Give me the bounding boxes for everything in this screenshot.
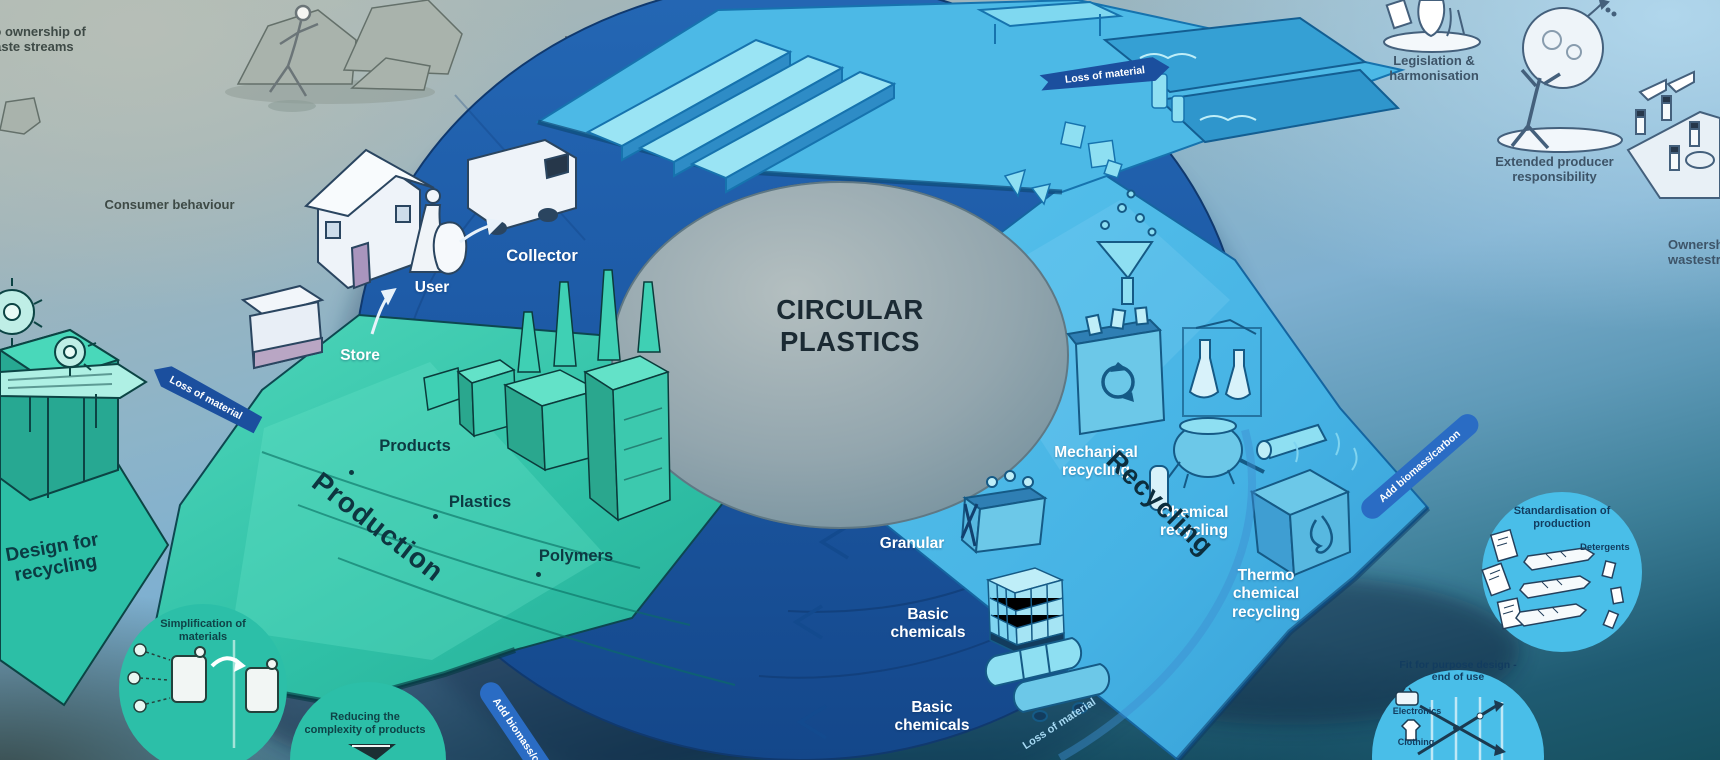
lane-label-products: Products xyxy=(379,437,451,455)
store-stall-illustration xyxy=(240,284,325,370)
flasks-icon xyxy=(1182,318,1262,417)
stage-label-basic-chemicals-bottom: Basic chemicals xyxy=(894,699,970,735)
flow-arrows xyxy=(370,218,504,335)
design-for-recycling-machine xyxy=(0,278,170,707)
plastics-dot xyxy=(433,514,438,519)
stage-label-chemical-recycling: Chemical recycling xyxy=(1159,504,1229,540)
production-lane-lines xyxy=(261,451,736,686)
user-figure-illustration xyxy=(408,188,468,275)
recycle-arrows-icon xyxy=(1101,362,1135,402)
bubble-label-simplification: Simplification of materials xyxy=(160,618,246,643)
rocks-sketch xyxy=(0,0,463,135)
globe-carrier-figure xyxy=(1497,0,1623,153)
note-no-ownership: No ownership of waste streams xyxy=(0,24,86,55)
loss-debris-icons xyxy=(1003,73,1185,206)
bubble-label-clothing: Clothing xyxy=(1397,737,1435,747)
legislation-figure xyxy=(1383,0,1481,53)
center-title: CIRCULAR PLASTICS xyxy=(756,294,944,359)
jerrycan-icons xyxy=(171,646,279,713)
reducing-complexity-bubble xyxy=(290,682,446,760)
stage-label-mechanical-recycling: Mechanical recycling xyxy=(1054,444,1138,480)
rejects-crate-icon xyxy=(960,470,1048,555)
stage-label-store: Store xyxy=(340,347,380,364)
stage-label-basic-chemicals-top: Basic chemicals xyxy=(890,606,966,642)
furnace-icon xyxy=(1249,423,1358,577)
gears-icon xyxy=(0,278,97,376)
bubble-label-fit-for-purpose: Fit for purpose design - end of use xyxy=(1399,659,1517,684)
standardisation-bubble xyxy=(1481,492,1642,652)
fit-for-purpose-bubble xyxy=(1372,670,1544,760)
stage-label-collector: Collector xyxy=(506,247,578,265)
stage-label-granular: Granular xyxy=(879,535,945,552)
lane-chevrons xyxy=(792,524,849,740)
center-title-line1: CIRCULAR xyxy=(776,294,924,325)
factories-illustration xyxy=(423,269,671,522)
bubble-label-standardisation: Standardisation of production xyxy=(1513,505,1611,530)
runner-figure xyxy=(268,4,319,112)
note-extended-producer: Extended producer responsibility xyxy=(1495,154,1614,185)
awning-icon xyxy=(976,0,1124,44)
stage-label-thermo-chemical-recycling: Thermo chemical recycling xyxy=(1231,567,1301,621)
bubble-label-electronics: Electronics xyxy=(1392,706,1442,716)
washer-machine-icon xyxy=(1066,306,1166,436)
note-consumer-behaviour: Consumer behaviour xyxy=(104,197,235,212)
arrow-sign-icon xyxy=(0,362,148,432)
chimney-icons xyxy=(517,269,661,373)
reactor-kettle-icon xyxy=(1149,417,1265,511)
lane-label-plastics: Plastics xyxy=(448,493,512,511)
waste-raft-illustration xyxy=(1626,70,1720,199)
note-legislation: Legislation & harmonisation xyxy=(1389,53,1479,84)
flame-icon xyxy=(1309,515,1334,554)
bubble-label-reducing-complexity: Reducing the complexity of products xyxy=(304,711,426,736)
shirt-icon xyxy=(1400,719,1422,741)
ibc-tote-icon xyxy=(985,567,1065,654)
tanker-icons xyxy=(984,636,1111,722)
stage-label-user: User xyxy=(414,279,450,296)
banner-arrows-icon xyxy=(1515,547,1596,627)
option-bullets xyxy=(127,643,171,713)
simplification-bubble xyxy=(119,604,287,760)
recipe-papers-icon xyxy=(1481,528,1524,630)
lane-label-polymers: Polymers xyxy=(538,547,614,565)
waste-sorting-platform xyxy=(535,0,1406,195)
center-title-line2: PLASTICS xyxy=(780,326,920,358)
line-chart-icon xyxy=(1417,697,1506,760)
tv-icon xyxy=(1395,687,1419,706)
bubble-label-detergents: Detergents xyxy=(1580,542,1630,553)
funnel-machine-icon xyxy=(1095,189,1157,305)
outer-rim-highlight xyxy=(1058,428,1257,760)
products-dot xyxy=(349,470,354,475)
detergent-bottle-icons xyxy=(1601,560,1625,630)
note-ownership-wastestreams: Ownership wastestreams xyxy=(1668,237,1720,268)
conveyor-ramps xyxy=(585,38,897,194)
polymers-dot xyxy=(536,572,541,577)
